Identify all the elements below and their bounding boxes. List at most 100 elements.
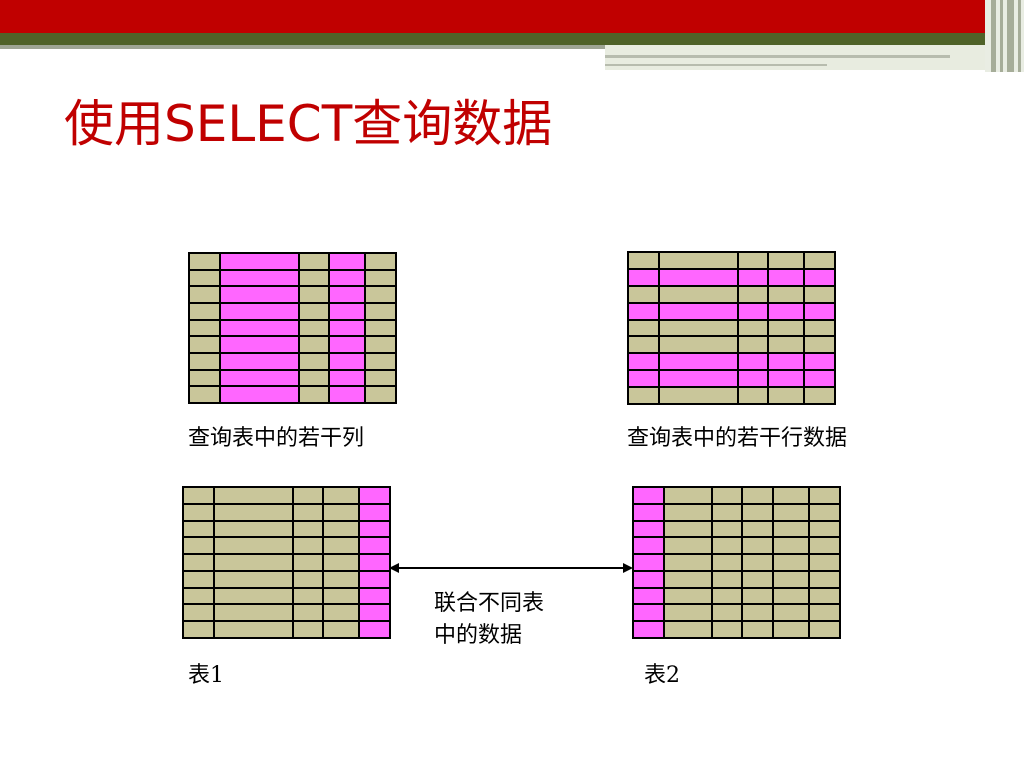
table-cell	[324, 504, 359, 520]
table-cell	[805, 253, 834, 268]
table-cell	[214, 555, 292, 570]
table-cell	[810, 521, 839, 537]
table-cell	[743, 555, 772, 570]
table-select-rows	[627, 251, 836, 405]
table-cell	[664, 588, 711, 604]
highlighted-cell	[220, 354, 298, 369]
table-cell	[805, 337, 834, 353]
header-band-red	[0, 0, 985, 33]
table-cell	[664, 555, 711, 570]
table-cell	[769, 253, 804, 268]
highlighted-cell	[360, 571, 389, 587]
double-arrow-icon	[389, 563, 633, 573]
header-line-short	[605, 64, 827, 66]
caption-table-1: 表1	[188, 663, 224, 688]
header-band-green	[0, 33, 985, 45]
table-cell	[214, 488, 292, 503]
table-cell	[810, 622, 839, 637]
table-cell	[712, 521, 742, 537]
table-cell	[773, 571, 809, 587]
table-cell	[664, 488, 711, 503]
table-cell	[743, 521, 772, 537]
table-cell	[366, 320, 395, 336]
highlighted-cell	[330, 254, 365, 269]
table-cell	[629, 286, 658, 302]
table-cell	[214, 588, 292, 604]
highlighted-cell	[330, 270, 365, 286]
table-cell	[190, 304, 219, 319]
table-cell	[810, 488, 839, 503]
table-cell	[664, 571, 711, 587]
table-cell	[324, 555, 359, 570]
table-cell	[810, 555, 839, 570]
table-cell	[769, 286, 804, 302]
table-cell	[712, 488, 742, 503]
table-cell	[810, 538, 839, 554]
table-cell	[190, 287, 219, 302]
table-cell	[293, 521, 323, 537]
highlighted-cell	[634, 504, 663, 520]
table-cell	[190, 270, 219, 286]
table-cell	[659, 337, 737, 353]
table-cell	[299, 254, 329, 269]
highlighted-cell	[629, 371, 658, 387]
table-cell	[712, 538, 742, 554]
highlighted-cell	[769, 371, 804, 387]
highlighted-cell	[360, 622, 389, 637]
table-cell	[664, 521, 711, 537]
table-cell	[366, 270, 395, 286]
table-cell	[293, 488, 323, 503]
header-line	[605, 55, 950, 58]
highlighted-cell	[360, 488, 389, 503]
table-cell	[659, 253, 737, 268]
table-1	[182, 486, 391, 639]
table-cell	[299, 337, 329, 352]
table-cell	[214, 521, 292, 537]
table-cell	[738, 286, 768, 302]
table-cell	[805, 286, 834, 302]
highlighted-cell	[220, 320, 298, 336]
table-cell	[664, 504, 711, 520]
highlighted-cell	[769, 303, 804, 319]
header-vertical-stripes	[985, 0, 1024, 72]
table-cell	[214, 605, 292, 621]
highlighted-cell	[360, 538, 389, 554]
table-cell	[190, 354, 219, 369]
table-cell	[324, 605, 359, 621]
table-cell	[366, 354, 395, 369]
table-cell	[214, 538, 292, 554]
table-cell	[629, 320, 658, 336]
table-cell	[214, 571, 292, 587]
highlighted-cell	[769, 269, 804, 285]
table-cell	[743, 538, 772, 554]
table-cell	[738, 388, 768, 403]
table-cell	[773, 538, 809, 554]
table-cell	[743, 588, 772, 604]
highlighted-cell	[659, 303, 737, 319]
table-cell	[743, 488, 772, 503]
highlighted-cell	[629, 354, 658, 370]
table-cell	[664, 538, 711, 554]
highlighted-cell	[629, 269, 658, 285]
highlighted-cell	[330, 304, 365, 319]
table-cell	[293, 538, 323, 554]
table-cell	[299, 270, 329, 286]
table-cell	[184, 521, 213, 537]
table-cell	[659, 388, 737, 403]
table-cell	[324, 622, 359, 637]
table-cell	[743, 622, 772, 637]
highlighted-cell	[330, 320, 365, 336]
table-cell	[299, 304, 329, 319]
join-label: 联合不同表 中的数据	[434, 591, 545, 648]
header-band-gray	[0, 45, 605, 49]
table-cell	[629, 388, 658, 403]
highlighted-cell	[360, 555, 389, 570]
table-cell	[773, 555, 809, 570]
table-cell	[366, 254, 395, 269]
table-cell	[773, 504, 809, 520]
table-cell	[190, 254, 219, 269]
table-cell	[712, 622, 742, 637]
table-cell	[184, 571, 213, 587]
table-cell	[184, 588, 213, 604]
table-cell	[293, 571, 323, 587]
